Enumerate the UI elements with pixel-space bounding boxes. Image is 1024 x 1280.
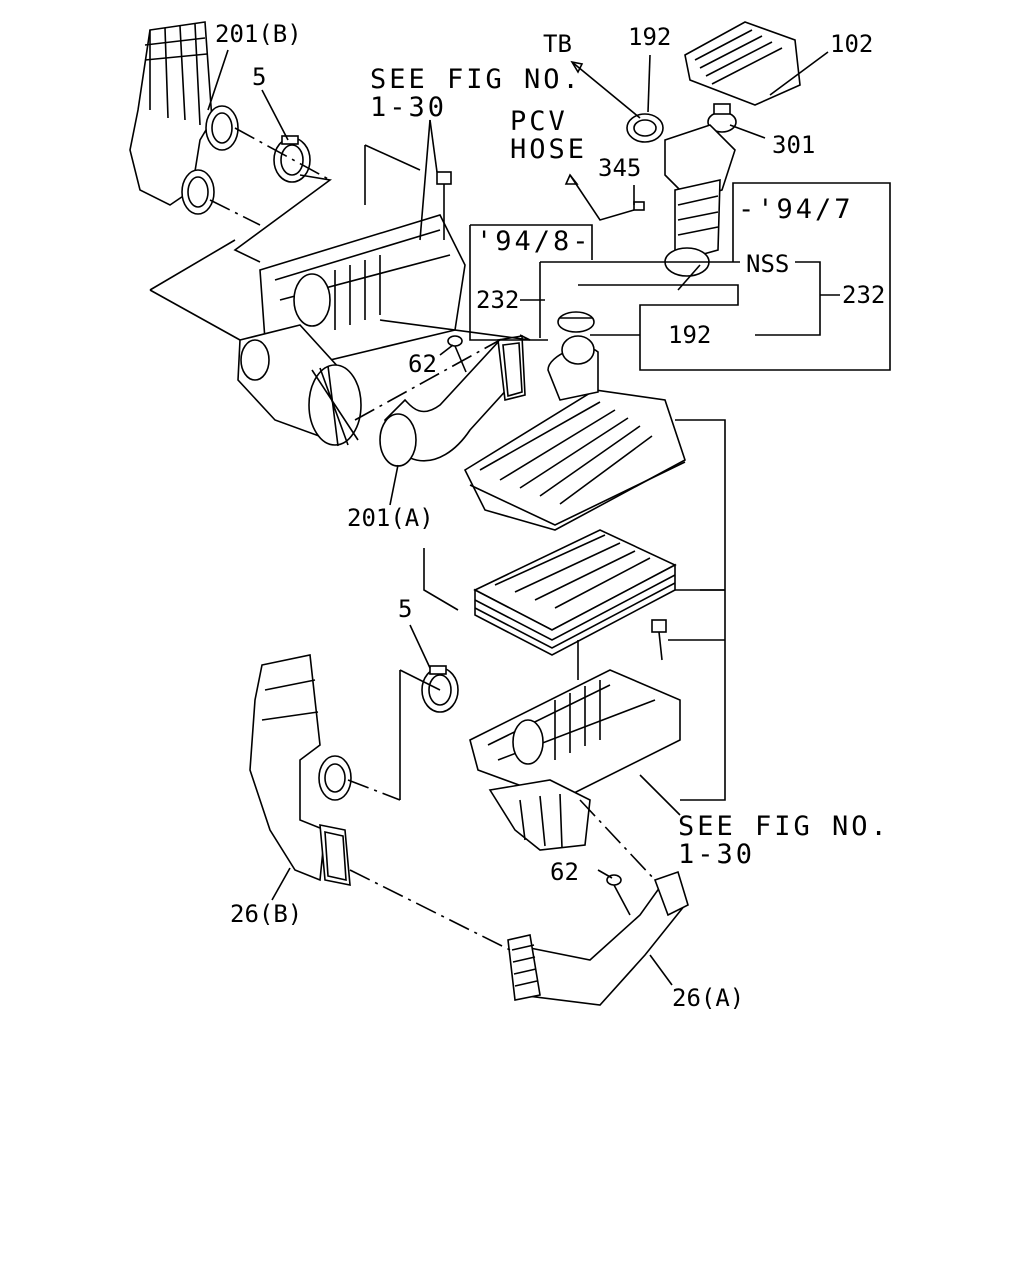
label-5-top: 5 [252,63,266,91]
bolt-top [436,171,452,240]
label-date-from: '94/8- [476,226,592,257]
label-232-left: 232 [476,286,519,314]
part-labels: TB 192 102 201(B) 5 SEE FIG NO. 1-30 PCV… [215,20,890,1012]
clip-345 [633,201,645,211]
label-see-fig-bottom-2: 1-30 [678,839,755,870]
label-192-mid: 192 [668,321,711,349]
label-201a: 201(A) [347,504,434,532]
clamp-5-bottom [421,665,459,713]
clamp-192-mid [557,311,595,365]
bolt-62-bottom [606,874,631,916]
label-192-top: 192 [628,23,671,51]
label-345: 345 [598,154,641,182]
duct-201b [129,21,239,215]
air-cleaner-lower-case-bottom [469,669,681,851]
label-pcv: PCV [510,106,568,137]
bolt-right [651,619,667,661]
label-62-top: 62 [408,350,437,378]
bolt-62-top [447,335,467,373]
air-flow-meter [664,124,736,277]
label-see-fig-top-2: 1-30 [370,92,447,123]
label-62-bottom: 62 [550,858,579,886]
label-see-fig-bottom-1: SEE FIG NO. [678,811,890,842]
label-tb: TB [543,30,572,58]
part-301 [707,103,737,133]
variant-brackets [469,182,891,371]
filter-element [473,529,677,656]
leader-lines [207,49,829,986]
assembly-lines [149,127,726,951]
clamp-192-top [626,113,664,143]
label-26a: 26(A) [672,984,744,1012]
label-nss: NSS [746,250,789,278]
label-see-fig-top-1: SEE FIG NO. [370,64,582,95]
label-201b: 201(B) [215,20,302,48]
resonator-102 [684,21,801,106]
label-hose: HOSE [510,134,587,165]
label-26b: 26(B) [230,900,302,928]
label-301: 301 [772,131,815,159]
label-5-bottom: 5 [398,595,412,623]
hose-201a [379,335,526,467]
hose-26a [507,870,689,1006]
label-232-right: 232 [842,281,885,309]
duct-26b [249,654,352,886]
label-date-upto: -'94/7 [738,194,854,225]
label-102: 102 [830,30,873,58]
